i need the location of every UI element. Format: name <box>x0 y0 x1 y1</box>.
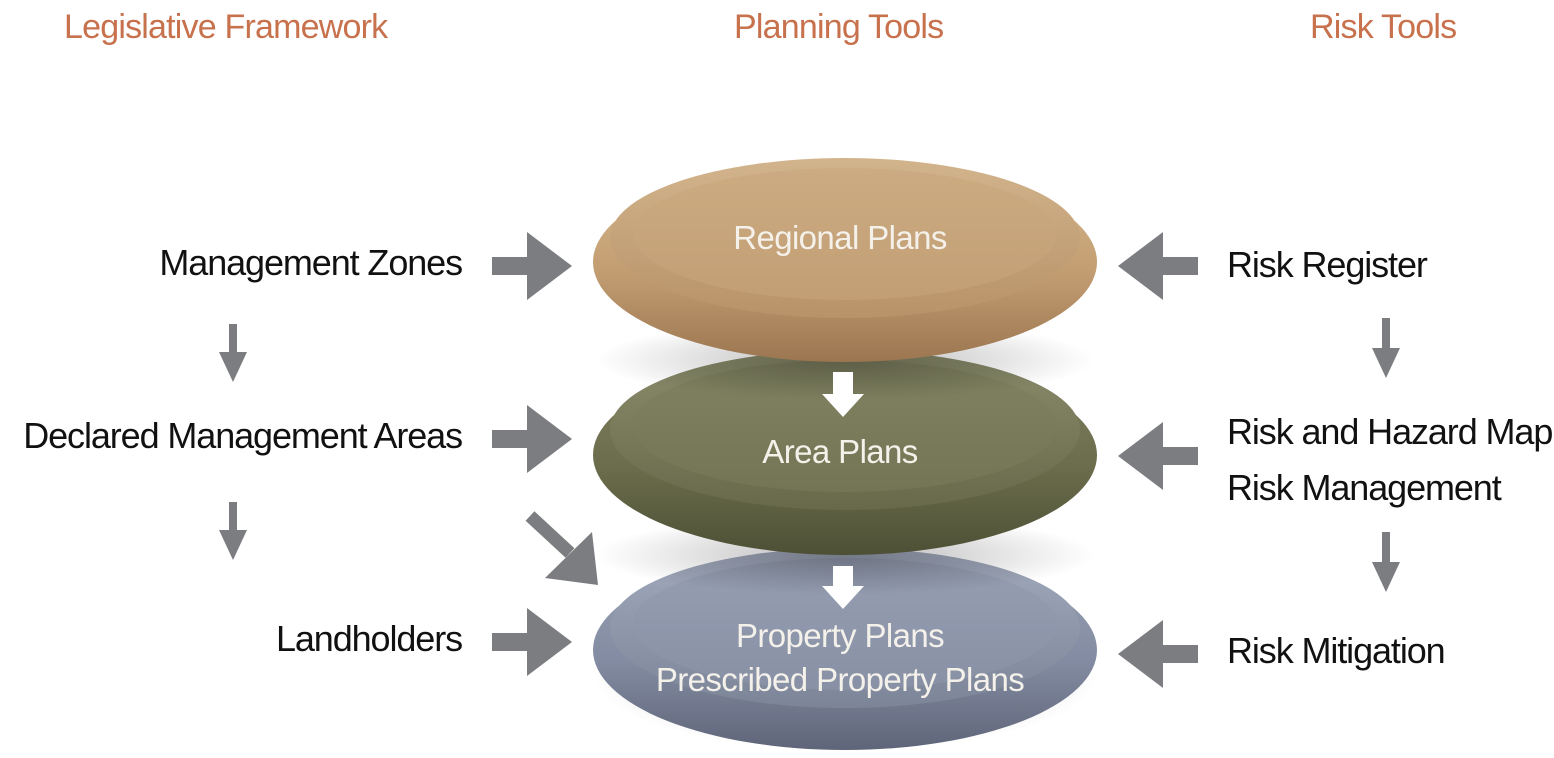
hazard-to-area-arrow <box>1118 422 1198 490</box>
areas-to-landholders-arrow <box>219 502 247 560</box>
regional-to-area-arrow <box>822 372 864 417</box>
areas-to-property-diagonal-arrow <box>525 511 598 585</box>
planning-tools-header: Planning Tools <box>734 8 944 46</box>
area-to-property-arrow <box>822 566 864 609</box>
management-to-mitigation-arrow <box>1372 532 1400 592</box>
zones-to-areas-arrow <box>219 324 247 382</box>
management-zones-label: Management Zones <box>159 242 463 283</box>
declared-management-areas-label: Declared Management Areas <box>23 415 463 456</box>
register-to-hazard-arrow <box>1372 318 1400 378</box>
regional-plans-disc <box>593 158 1097 400</box>
register-to-regional-arrow <box>1118 232 1198 300</box>
zones-to-regional-arrow <box>492 232 572 300</box>
regional-plans-label: Regional Plans <box>733 219 947 256</box>
areas-to-area-arrow <box>492 405 572 473</box>
landholders-to-property-arrow <box>492 608 572 676</box>
risk-tools-header: Risk Tools <box>1310 8 1457 46</box>
risk-management-line: Risk Management <box>1227 467 1502 508</box>
risk-hazard-management-label: Risk and Hazard Map Risk Management <box>1227 404 1553 516</box>
risk-register-label: Risk Register <box>1227 244 1428 285</box>
prescribed-property-plans-line: Prescribed Property Plans <box>655 661 1025 698</box>
property-plans-label: Property Plans Prescribed Property Plans <box>655 614 1025 702</box>
risk-mitigation-label: Risk Mitigation <box>1227 630 1446 671</box>
property-plans-line: Property Plans <box>735 617 945 654</box>
mitigation-to-property-arrow <box>1118 620 1198 688</box>
legislative-framework-header: Legislative Framework <box>64 8 388 46</box>
landholders-label: Landholders <box>275 618 463 659</box>
area-plans-label: Area Plans <box>762 433 918 470</box>
risk-and-hazard-map-line: Risk and Hazard Map <box>1227 411 1553 452</box>
